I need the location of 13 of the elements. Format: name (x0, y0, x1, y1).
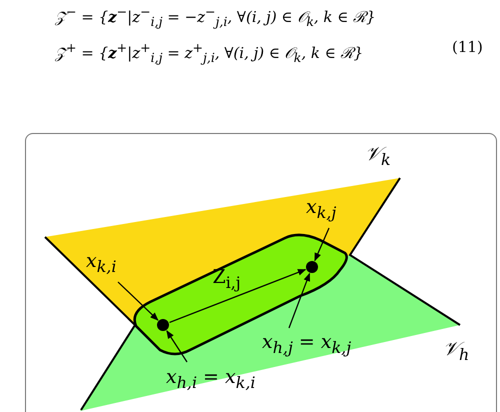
equation: 𝒵$^{−}$ = {z$^{−}$|z$^{−}$$_{i,j}$ = −z$^{−}$$_{j,i}$, ∀(i, j) ∈ 𝒪$_{k}$, k ∈ ℛ} (55, 4, 376, 29)
arrow (169, 268, 306, 324)
equation-number: (11) (452, 38, 483, 56)
math-label: x$_{k,j}$ (306, 196, 336, 224)
leader-arrow (288, 272, 310, 328)
math-label: x$_{h,j}$ = x$_{k,j}$ (262, 331, 352, 359)
leader-arrow (314, 228, 330, 262)
equation: 𝒵$^{+}$ = {z$^{+}$|z$^{+}$$_{i,j}$ = z$^{+}$$_{j,i}$, ∀(i, j) ∈ 𝒪$_{k}$, k ∈ ℛ} (55, 40, 364, 65)
leader-arrow (118, 282, 159, 321)
math-label: 𝒱$_{k}$ (365, 143, 391, 171)
math-label: x$_{h,i}$ = x$_{k,i}$ (166, 366, 256, 394)
math-label: 𝒱$_{h}$ (443, 338, 470, 366)
math-label: x$_{k,i}$ (86, 250, 116, 278)
